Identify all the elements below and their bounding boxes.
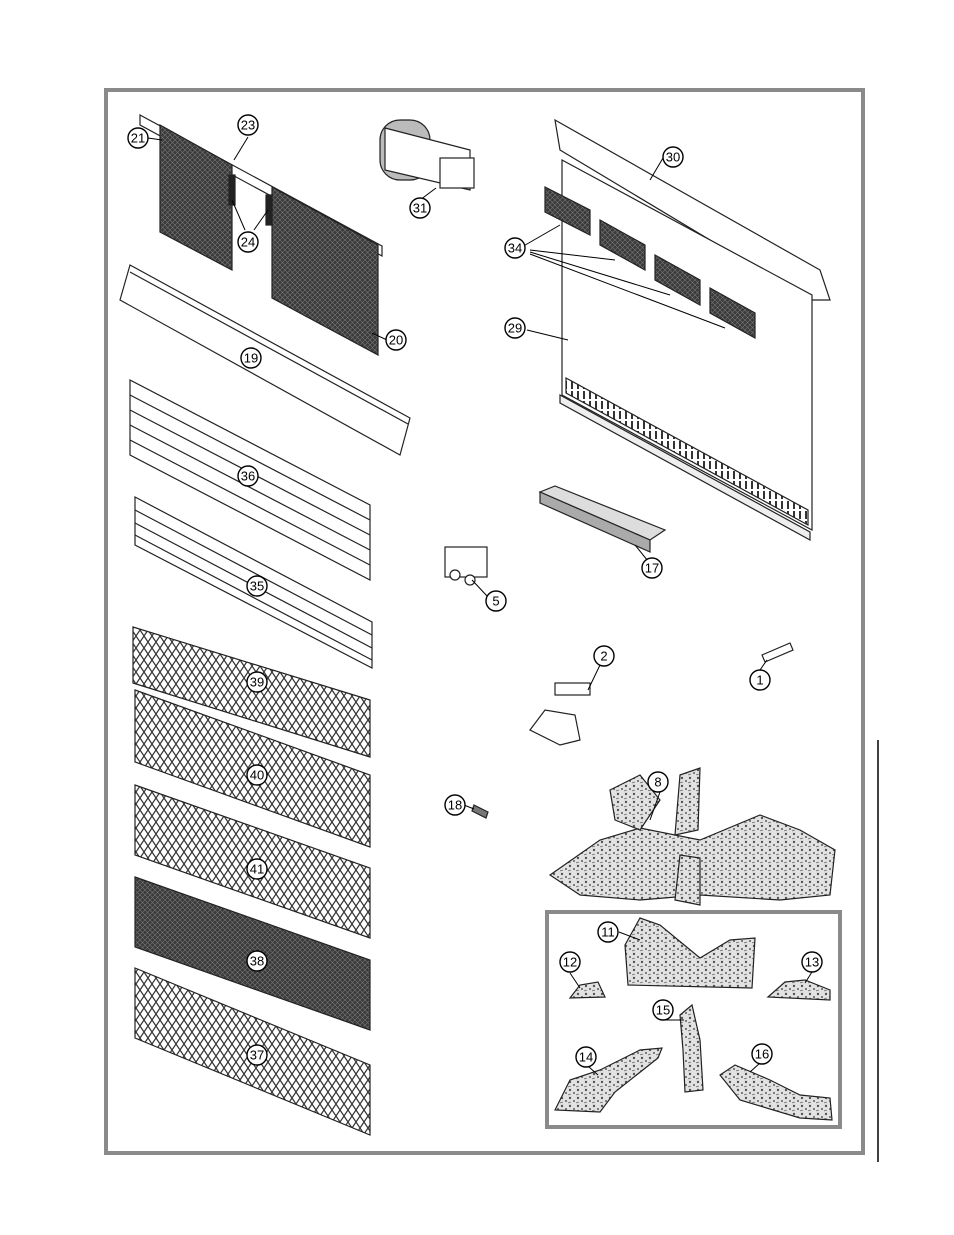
log-14 (554, 1047, 663, 1113)
outer-frame (104, 88, 865, 1155)
orifice-1 (761, 642, 794, 663)
callout-41: 41 (246, 858, 268, 880)
callout-23: 23 (237, 114, 259, 136)
callout-12-label: 12 (563, 955, 577, 970)
callout-19-label: 19 (244, 351, 258, 366)
callout-35: 35 (246, 575, 268, 597)
callout-15: 15 (652, 999, 674, 1021)
callout-24: 24 (237, 231, 259, 253)
callout-13: 13 (801, 951, 823, 973)
callout-36: 36 (237, 465, 259, 487)
burner-17 (538, 485, 667, 553)
callout-5: 5 (485, 590, 507, 612)
callout-8-label: 8 (654, 775, 661, 790)
callout-18-label: 18 (448, 798, 462, 813)
firebox-assembly (544, 118, 831, 542)
callout-2: 2 (593, 645, 615, 667)
callout-14: 14 (575, 1046, 597, 1068)
fitting-18 (471, 804, 489, 819)
callout-2-label: 2 (600, 649, 607, 664)
callout-40: 40 (246, 764, 268, 786)
callout-39-label: 39 (250, 675, 264, 690)
gas-valve-5 (444, 546, 488, 586)
callout-38: 38 (246, 950, 268, 972)
callout-16: 16 (751, 1043, 773, 1065)
callout-21-label: 21 (131, 131, 145, 146)
callout-1: 1 (749, 669, 771, 691)
log-set-8 (548, 767, 836, 906)
callout-19: 19 (240, 347, 262, 369)
log-inset-frame (545, 910, 842, 1129)
callout-34: 34 (504, 237, 526, 259)
blower-31 (379, 119, 475, 191)
callout-18: 18 (444, 794, 466, 816)
callout-36-label: 36 (241, 469, 255, 484)
leader-lines (147, 136, 813, 1076)
callout-29-label: 29 (508, 321, 522, 336)
callout-14-label: 14 (579, 1050, 593, 1065)
log-16 (719, 1064, 833, 1121)
callout-30-label: 30 (666, 150, 680, 165)
callout-8: 8 (647, 771, 669, 793)
pilot-assembly-2 (529, 682, 591, 746)
callout-20: 20 (385, 329, 407, 351)
callout-38-label: 38 (250, 954, 264, 969)
callout-24-label: 24 (241, 235, 255, 250)
callout-12: 12 (559, 951, 581, 973)
callout-21: 21 (127, 127, 149, 149)
callout-1-label: 1 (756, 673, 763, 688)
log-11 (624, 917, 756, 989)
callout-11: 11 (597, 921, 619, 943)
callout-20-label: 20 (389, 333, 403, 348)
log-15 (679, 1003, 704, 1093)
callout-17: 17 (641, 557, 663, 579)
callout-37: 37 (246, 1044, 268, 1066)
callout-40-label: 40 (250, 768, 264, 783)
callout-16-label: 16 (755, 1047, 769, 1062)
callout-13-label: 13 (805, 955, 819, 970)
callout-17-label: 17 (645, 561, 659, 576)
log-12 (568, 981, 606, 999)
callout-39: 39 (246, 671, 268, 693)
log-13 (766, 979, 831, 1001)
callout-31: 31 (409, 197, 431, 219)
callout-41-label: 41 (250, 862, 264, 877)
callout-11-label: 11 (601, 925, 615, 940)
screen-curtain-assembly (139, 113, 383, 357)
callout-23-label: 23 (241, 118, 255, 133)
callout-37-label: 37 (250, 1048, 264, 1063)
callout-34-label: 34 (508, 241, 522, 256)
callout-30: 30 (662, 146, 684, 168)
callout-15-label: 15 (656, 1003, 670, 1018)
callout-29: 29 (504, 317, 526, 339)
callout-5-label: 5 (492, 594, 499, 609)
top-trim-19 (119, 264, 411, 456)
decorative-panel-39 (132, 626, 371, 758)
callout-35-label: 35 (250, 579, 264, 594)
callout-31-label: 31 (413, 201, 427, 216)
